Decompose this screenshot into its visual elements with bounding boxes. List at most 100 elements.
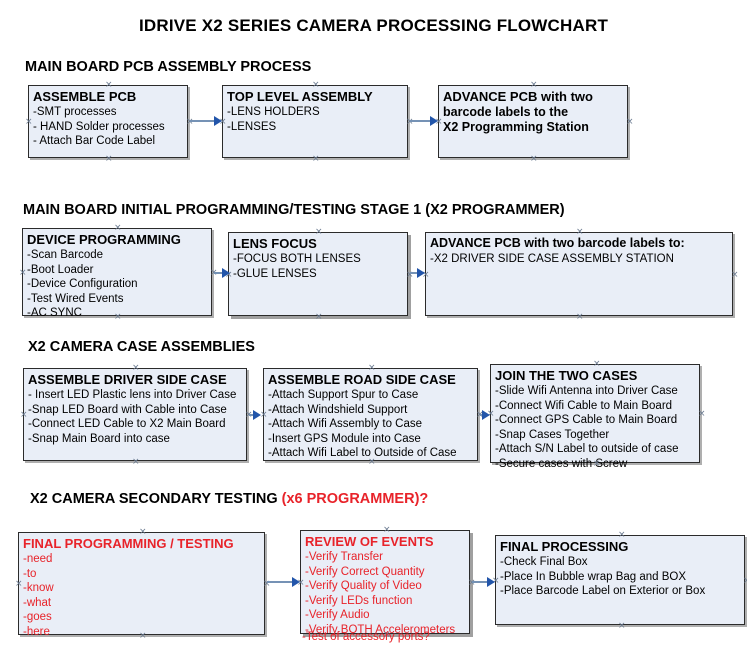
node-line: -Attach Support Spur to Case (268, 389, 419, 401)
connection-handle-bottom[interactable] (576, 314, 583, 321)
connector-driver-case-to-road-case (249, 414, 256, 416)
connection-handle-top[interactable] (593, 361, 600, 368)
connection-handle-top[interactable] (114, 225, 121, 232)
node-line: -Verify Transfer (305, 551, 383, 563)
page-title: IDRIVE X2 SERIES CAMERA PROCESSING FLOWC… (138, 16, 609, 35)
node-header: ADVANCE PCB with two (443, 89, 593, 104)
node-line: -Verify BOTH Accelerometers (305, 623, 456, 636)
arrowhead-icon (214, 116, 222, 126)
node-line: - Insert LED Plastic lens into Driver Ca… (28, 389, 237, 401)
node-device-programming[interactable]: DEVICE PROGRAMMING -Scan Barcode -Boot L… (19, 225, 212, 319)
node-line: -X2 DRIVER SIDE CASE ASSEMBLY STATION (430, 253, 674, 265)
node-line: - HAND Solder processes (33, 120, 165, 133)
node-final-programming-testing[interactable]: FINAL PROGRAMMING / TESTING -need -to -k… (15, 529, 265, 638)
node-assemble-pcb[interactable]: ASSEMBLE PCB -SMT processes - HAND Solde… (28, 85, 188, 158)
node-line: -Verify Correct Quantity (305, 565, 425, 578)
connection-handle-bottom[interactable] (114, 314, 121, 321)
node-final-processing[interactable]: FINAL PROCESSING -Check Final Box -Place… (495, 535, 745, 625)
node-assemble-driver-side-case[interactable]: ASSEMBLE DRIVER SIDE CASE - Insert LED P… (23, 368, 247, 461)
section-heading-text: X2 CAMERA CASE ASSEMBLIES (28, 339, 255, 355)
node-line: -Verify Quality of Video (305, 580, 422, 592)
connection-handle-bottom[interactable] (139, 633, 146, 640)
connection-handle-left[interactable] (25, 119, 32, 126)
node-line: -need (23, 553, 53, 565)
connection-handle-top[interactable] (312, 82, 319, 89)
node-header: FINAL PROGRAMMING / TESTING (23, 536, 234, 551)
connector-assemble-pcb-to-top-level (190, 120, 216, 122)
node-header: TOP LEVEL ASSEMBLY (227, 89, 373, 104)
node-line: -LENS HOLDERS (227, 106, 320, 118)
connection-handle-bottom[interactable] (618, 623, 625, 630)
arrowhead-icon (482, 410, 490, 420)
node-review-of-events[interactable]: REVIEW OF EVENTS -Verify Transfer -Verif… (300, 527, 470, 636)
connection-handle-top[interactable] (530, 82, 537, 89)
node-line: -Attach Windshield Support (268, 403, 408, 416)
connection-handle-right[interactable] (743, 578, 747, 585)
connection-handle-top[interactable] (618, 532, 625, 539)
connection-handle-top[interactable] (139, 529, 146, 536)
node-line: -Device Configuration (27, 278, 138, 290)
node-line: -goes (23, 611, 52, 623)
connection-handle-right[interactable] (731, 272, 738, 279)
arrowhead-icon (417, 268, 425, 278)
connection-handle-bottom[interactable] (593, 461, 600, 468)
node-join-the-two-cases[interactable]: JOIN THE TWO CASES -Slide Wifi Antenna i… (490, 361, 700, 470)
node-advance-pcb-programming-station[interactable]: ADVANCE PCB with two barcode labels to t… (438, 85, 628, 158)
connection-handle-right[interactable] (698, 411, 705, 418)
section-heading-main-board-pcb-assembly: MAIN BOARD PCB ASSEMBLY PROCESS (25, 59, 311, 75)
node-line: -Check Final Box (500, 556, 588, 568)
connection-handle-top[interactable] (368, 365, 375, 372)
node-lens-focus[interactable]: LENS FOCUS -FOCUS BOTH LENSES -GLUE LENS… (228, 232, 408, 316)
connector-top-level-to-advance-pcb (410, 120, 432, 122)
node-top-level-assembly[interactable]: TOP LEVEL ASSEMBLY -LENS HOLDERS -LENSES (222, 85, 408, 158)
node-assemble-road-side-case[interactable]: ASSEMBLE ROAD SIDE CASE -Attach Support … (263, 368, 478, 461)
connection-handle-bottom[interactable] (105, 156, 112, 163)
connection-handle-right[interactable] (626, 119, 633, 126)
connection-handle-bottom[interactable] (312, 156, 319, 163)
connector-device-programming-to-lens-focus (214, 272, 226, 274)
connection-handle-bottom[interactable] (132, 459, 139, 466)
connection-handle-bottom[interactable] (315, 314, 322, 321)
connection-handle-left[interactable] (260, 412, 267, 419)
section-heading-accent: (x6 PROGRAMMER)? (281, 491, 429, 507)
node-header: FINAL PROCESSING (500, 539, 629, 554)
node-line: -what (23, 596, 52, 609)
connection-handle-top[interactable] (383, 527, 390, 534)
node-header: ASSEMBLE PCB (33, 89, 137, 104)
node-line: -LENSES (227, 120, 277, 133)
node-line: -Verify LEDs function (305, 594, 413, 607)
node-advance-pcb-driver-side-case[interactable]: ADVANCE PCB with two barcode labels to: … (425, 232, 733, 316)
section-heading-main-board-initial-programming: MAIN BOARD INITIAL PROGRAMMING/TESTING S… (23, 202, 565, 218)
connection-handle-left[interactable] (19, 270, 26, 277)
arrowhead-icon (487, 577, 495, 587)
node-line: -to (23, 567, 37, 580)
connection-handle-top[interactable] (576, 229, 583, 236)
node-line: -Attach Wifi Label to Outside of Case (268, 447, 457, 459)
node-line: -here (23, 625, 50, 638)
node-header: ASSEMBLE DRIVER SIDE CASE (28, 372, 227, 387)
connection-handle-top[interactable] (132, 365, 139, 372)
node-line: -Snap Cases Together (495, 428, 610, 441)
node-line: -Slide Wifi Antenna into Driver Case (495, 385, 678, 397)
node-line: -Scan Barcode (27, 249, 104, 261)
connection-handle-left[interactable] (15, 581, 22, 588)
node-header: DEVICE PROGRAMMING (27, 232, 181, 247)
node-line: -Place In Bubble wrap Bag and BOX (500, 570, 687, 583)
node-review-of-events-overflow-line: -Test of accessory ports? (302, 631, 430, 643)
node-line: -Snap LED Board with Cable into Case (28, 403, 227, 416)
connection-handle-left[interactable] (20, 412, 27, 419)
node-line: -Verify Audio (305, 609, 370, 621)
connection-handle-bottom[interactable] (530, 156, 537, 163)
arrowhead-icon (253, 410, 261, 420)
node-header: REVIEW OF EVENTS (305, 534, 434, 549)
section-heading-text: MAIN BOARD INITIAL PROGRAMMING/TESTING S… (23, 202, 565, 218)
node-line: -Test Wired Events (27, 292, 124, 305)
node-line: -Boot Loader (27, 263, 94, 276)
connector-final-programming-to-review-events (267, 581, 294, 583)
section-heading-text: X2 CAMERA SECONDARY TESTING (30, 491, 282, 507)
connection-handle-top[interactable] (315, 229, 322, 236)
connection-handle-bottom[interactable] (368, 459, 375, 466)
node-line: -Attach Wifi Assembly to Case (268, 418, 423, 430)
node-line: -AC SYNC (27, 307, 82, 319)
connection-handle-top[interactable] (105, 82, 112, 89)
